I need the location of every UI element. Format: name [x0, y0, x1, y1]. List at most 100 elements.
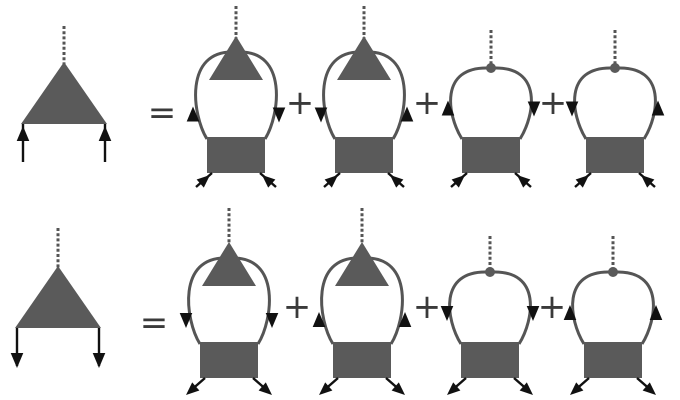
- plus-sign: +: [413, 83, 442, 123]
- loop-arrow-right: [398, 312, 412, 327]
- outer-leg-right: [638, 172, 656, 188]
- loop-left-line: [187, 256, 228, 345]
- loop-arrow-left: [441, 100, 455, 116]
- outer-leg-right: [252, 377, 272, 395]
- equation-upper: = + + +: [16, 6, 665, 188]
- left-leg: [10, 328, 24, 368]
- loop-right-line: [237, 50, 278, 140]
- arrowhead: [258, 382, 272, 395]
- outer-leg-right: [513, 377, 533, 395]
- arrowhead: [98, 126, 112, 141]
- arrowhead: [575, 175, 589, 188]
- outer-leg-right: [259, 172, 277, 188]
- four-point-box: [584, 342, 642, 378]
- loop-arrow-left: [312, 312, 326, 327]
- loop-arrow-right: [526, 306, 540, 321]
- triangle-vertex: [202, 242, 256, 286]
- term-2-triangle-loop: [314, 6, 414, 188]
- outer-leg-left: [195, 172, 213, 188]
- loop-right-line: [491, 270, 532, 345]
- loop-right-line: [365, 50, 406, 140]
- loop-arrow-right: [527, 101, 541, 117]
- loop-arrow-left: [440, 306, 454, 321]
- dot-vertex: [608, 267, 618, 277]
- plus-sign: +: [283, 287, 312, 327]
- loop-arrow-left: [565, 101, 579, 117]
- term-4-dot-loop: [565, 30, 665, 188]
- outer-leg-left: [570, 377, 590, 395]
- arrowhead: [319, 382, 333, 395]
- triangle-vertex: [335, 242, 389, 286]
- outer-leg-right: [385, 377, 405, 395]
- arrowhead: [262, 175, 276, 188]
- loop-arrow-left: [179, 313, 193, 328]
- plus-sign: +: [286, 83, 315, 123]
- arrowhead: [642, 382, 656, 395]
- right-leg: [98, 124, 112, 162]
- loop-arrow-left: [186, 106, 200, 122]
- four-point-box: [333, 342, 391, 378]
- loop-left-line: [449, 66, 490, 140]
- loop-right-line: [616, 66, 657, 140]
- triangle-vertex: [209, 36, 263, 80]
- arrowhead: [390, 175, 404, 188]
- plus-sign: +: [539, 83, 568, 123]
- four-point-box: [461, 342, 519, 378]
- arrowhead: [186, 382, 200, 395]
- lhs-vertex: [10, 228, 106, 368]
- loop-left-line: [322, 50, 363, 140]
- four-point-box: [335, 137, 393, 173]
- loop-arrow-right: [400, 106, 414, 122]
- outer-leg-left: [574, 172, 592, 188]
- term-1-triangle-loop: [179, 208, 279, 395]
- arrowhead: [451, 175, 465, 188]
- dot-vertex: [610, 63, 620, 73]
- outer-leg-left: [186, 377, 206, 395]
- loop-right-line: [363, 256, 404, 345]
- arrowhead: [447, 382, 461, 395]
- outer-leg-right: [514, 172, 532, 188]
- arrowhead: [391, 382, 405, 395]
- term-2-triangle-loop: [312, 208, 412, 395]
- arrowhead: [324, 175, 338, 188]
- four-point-box: [586, 137, 644, 173]
- arrowhead: [519, 382, 533, 395]
- outer-leg-left: [323, 172, 341, 188]
- dot-vertex: [486, 63, 496, 73]
- outer-leg-left: [319, 377, 339, 395]
- loop-arrow-right: [651, 100, 665, 116]
- outer-leg-left: [447, 377, 467, 395]
- loop-arrow-right: [265, 313, 279, 328]
- outer-leg-right: [636, 377, 656, 395]
- plus-sign: +: [413, 287, 442, 327]
- four-point-box: [462, 137, 520, 173]
- lhs-vertex: [16, 26, 112, 162]
- plus-sign: +: [538, 287, 567, 327]
- loop-right-line: [614, 270, 655, 345]
- term-3-dot-loop: [440, 236, 540, 395]
- loop-left-line: [448, 270, 489, 345]
- loop-arrow-left: [563, 305, 577, 320]
- loop-arrow-right: [272, 107, 286, 123]
- loop-left-line: [194, 50, 235, 140]
- arrowhead: [10, 353, 24, 368]
- outer-leg-left: [450, 172, 468, 188]
- loop-left-line: [573, 66, 614, 140]
- four-point-box: [207, 137, 265, 173]
- arrowhead: [517, 175, 531, 188]
- equals-sign: =: [148, 93, 177, 133]
- dot-vertex: [485, 267, 495, 277]
- right-leg: [92, 328, 106, 368]
- loop-arrow-left: [314, 107, 328, 123]
- triangle-vertex: [337, 36, 391, 80]
- loop-left-line: [320, 256, 361, 345]
- four-point-box: [200, 342, 258, 378]
- arrowhead: [92, 353, 106, 368]
- arrowhead: [570, 382, 584, 395]
- triangle-vertex: [21, 62, 107, 124]
- term-3-dot-loop: [441, 30, 541, 188]
- term-1-triangle-loop: [186, 6, 286, 188]
- outer-leg-right: [387, 172, 405, 188]
- loop-right-line: [492, 66, 533, 140]
